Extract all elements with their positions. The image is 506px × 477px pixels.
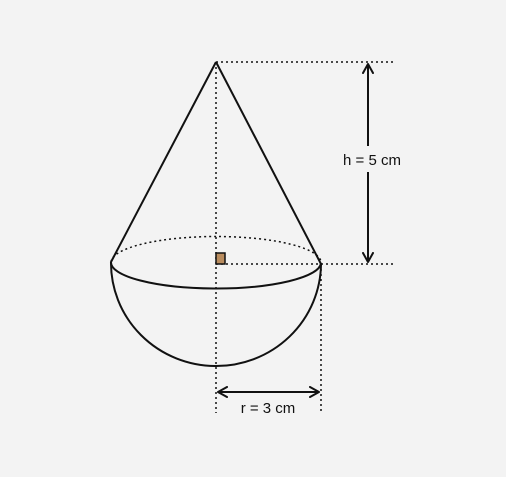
base-ellipse-front: [109, 261, 322, 290]
height-label: h = 5 cm: [343, 152, 401, 169]
right-angle-marker: [215, 252, 226, 265]
cone-left-slant: [110, 61, 217, 263]
cone-right-slant: [215, 61, 322, 265]
radius-label: r = 3 cm: [241, 400, 296, 417]
hemisphere-arc: [109, 261, 322, 367]
